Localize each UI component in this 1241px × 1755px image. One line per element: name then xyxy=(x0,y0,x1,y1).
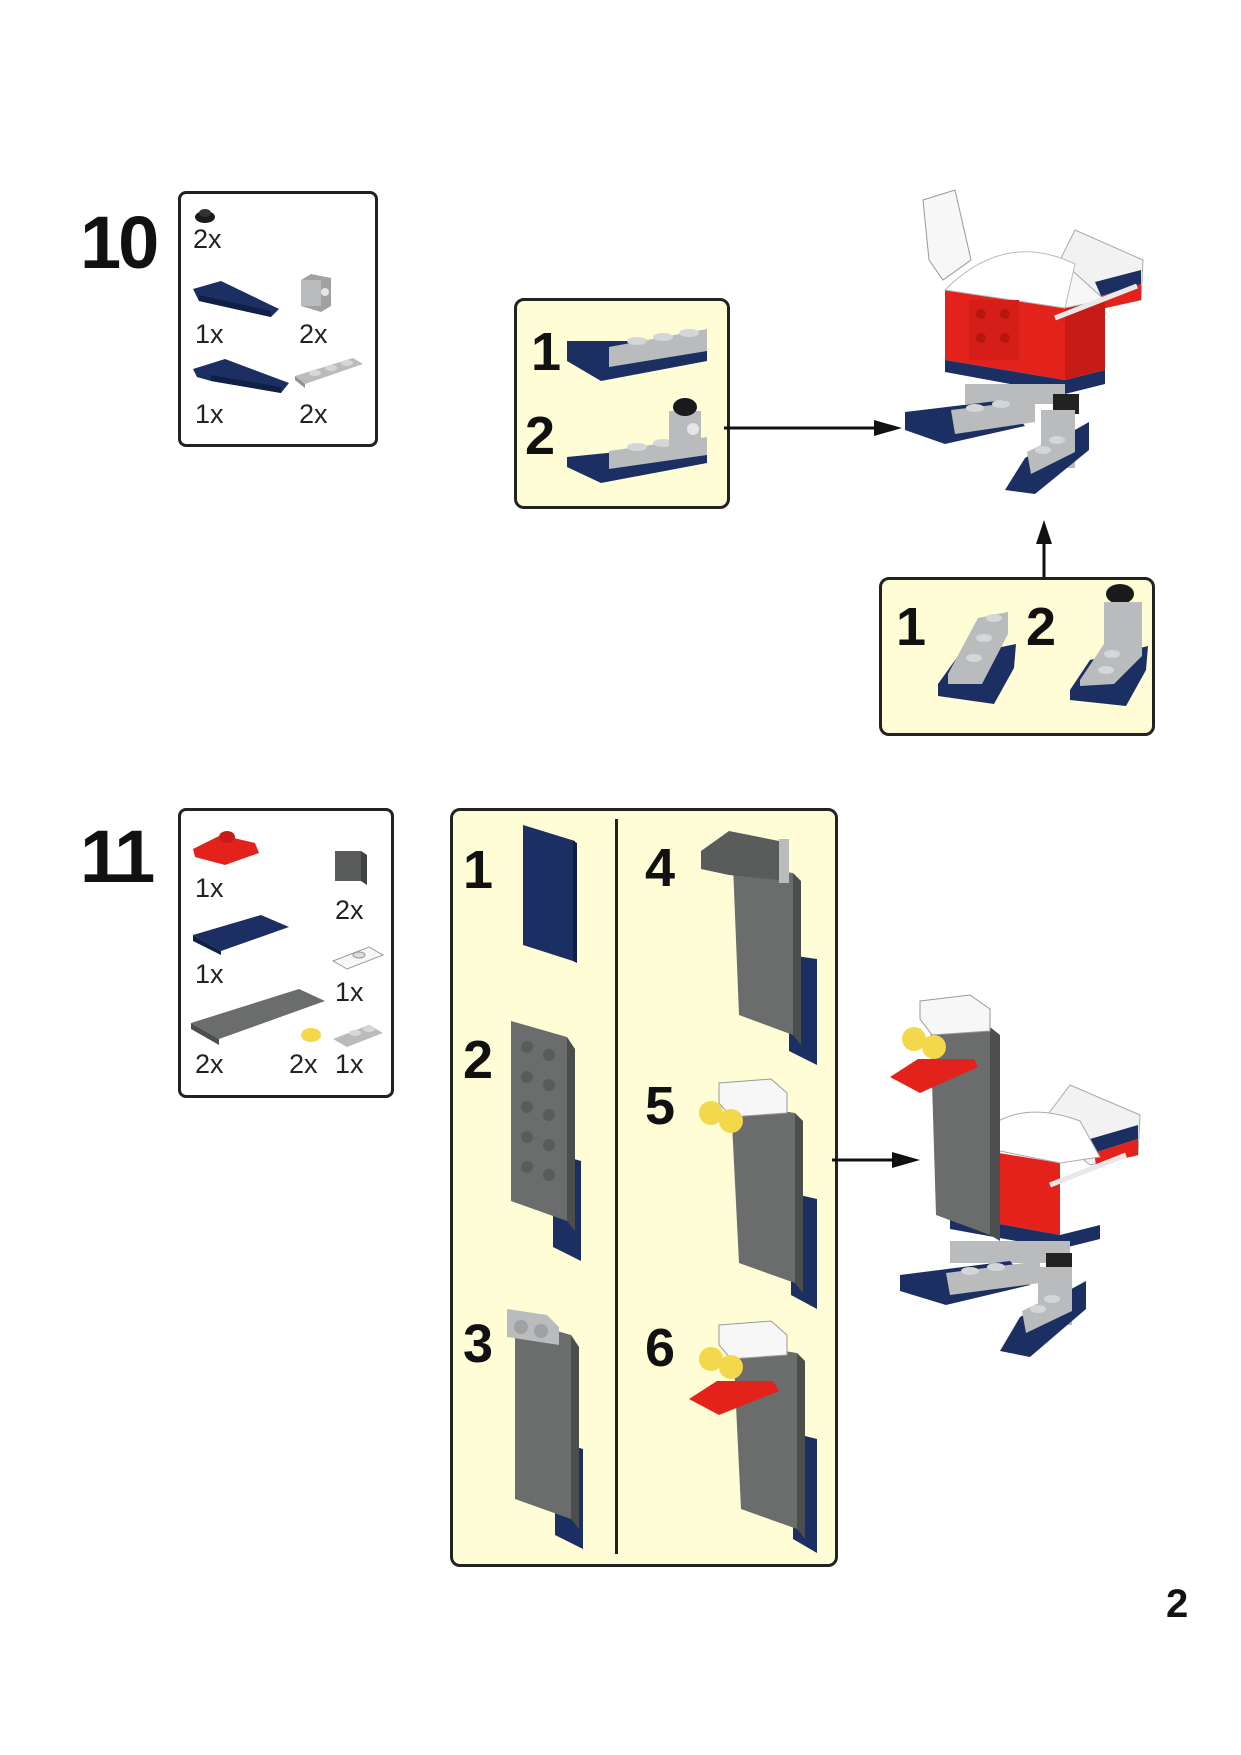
subassembly-callout: 1 2 3 4 5 xyxy=(450,808,838,1567)
step-number-10: 10 xyxy=(80,201,159,284)
neck-step5-icon xyxy=(699,1078,817,1309)
foot-assembly-step1-icon xyxy=(938,612,1016,704)
dark-blue-plate-icon xyxy=(193,915,289,955)
parts-list-step-10: 2x 1x 2x 1x 2x xyxy=(178,191,378,447)
subassembly-callout: 1 2 xyxy=(514,298,730,509)
substep-number: 1 xyxy=(463,840,494,900)
callout-divider xyxy=(615,819,618,1554)
neck-step4-icon xyxy=(701,831,817,1065)
substep-number: 2 xyxy=(463,1030,494,1090)
step-number-11: 11 xyxy=(80,815,155,898)
arrow-right-icon xyxy=(832,1152,920,1168)
foot-assembly-step1-icon xyxy=(567,329,707,381)
trans-yellow-round-plate-icon xyxy=(301,1028,321,1042)
part-qty: 2x xyxy=(299,319,328,349)
part-qty: 1x xyxy=(195,959,224,989)
neck-step3-icon xyxy=(507,1309,583,1549)
part-qty: 1x xyxy=(335,977,364,1007)
foot-assembly-step2-icon xyxy=(1070,584,1148,706)
parts-list-step-11: 1x 2x 1x 1x 2x 2x 1x xyxy=(178,808,394,1098)
bird-model-step-11 xyxy=(890,994,1141,1357)
part-qty: 2x xyxy=(335,895,364,925)
dark-blue-wedge-plate-icon xyxy=(193,359,289,393)
technic-brick-icon xyxy=(301,274,331,312)
substep-number: 2 xyxy=(525,406,556,466)
part-qty: 1x xyxy=(195,319,224,349)
part-qty: 1x xyxy=(335,1049,364,1079)
foot-assembly-step2-icon xyxy=(567,398,707,483)
part-qty: 2x xyxy=(299,399,328,429)
red-slope-icon xyxy=(193,831,259,865)
part-qty: 2x xyxy=(289,1049,318,1079)
substep-number: 1 xyxy=(531,322,562,382)
bird-model-step-10 xyxy=(905,189,1144,494)
bracket-icon xyxy=(335,851,367,885)
substep-number: 6 xyxy=(645,1318,676,1378)
neck-step2-icon xyxy=(511,1021,581,1261)
substep-number: 4 xyxy=(645,838,676,898)
light-gray-plate-1x3-icon xyxy=(295,358,363,388)
dark-blue-wedge-plate-icon xyxy=(193,281,279,317)
neck-step1-icon xyxy=(523,825,577,963)
part-qty: 2x xyxy=(193,224,222,254)
page-number: 2 xyxy=(1166,1582,1189,1626)
neck-step6-icon xyxy=(689,1320,817,1553)
white-jumper-plate-icon xyxy=(331,946,385,970)
substep-number: 1 xyxy=(896,597,927,657)
light-gray-plate-1x2-icon xyxy=(333,1025,383,1047)
arrow-up-icon xyxy=(1036,520,1052,578)
black-round-plate-icon xyxy=(195,209,215,223)
substep-number: 3 xyxy=(463,1314,494,1374)
arrow-right-icon xyxy=(724,420,902,436)
part-qty: 1x xyxy=(195,399,224,429)
substep-number: 5 xyxy=(645,1076,676,1136)
part-qty: 1x xyxy=(195,873,224,903)
dark-gray-plate-icon xyxy=(191,989,325,1045)
part-qty: 2x xyxy=(195,1049,224,1079)
substep-number: 2 xyxy=(1026,597,1057,657)
subassembly-callout: 1 2 xyxy=(879,577,1155,736)
